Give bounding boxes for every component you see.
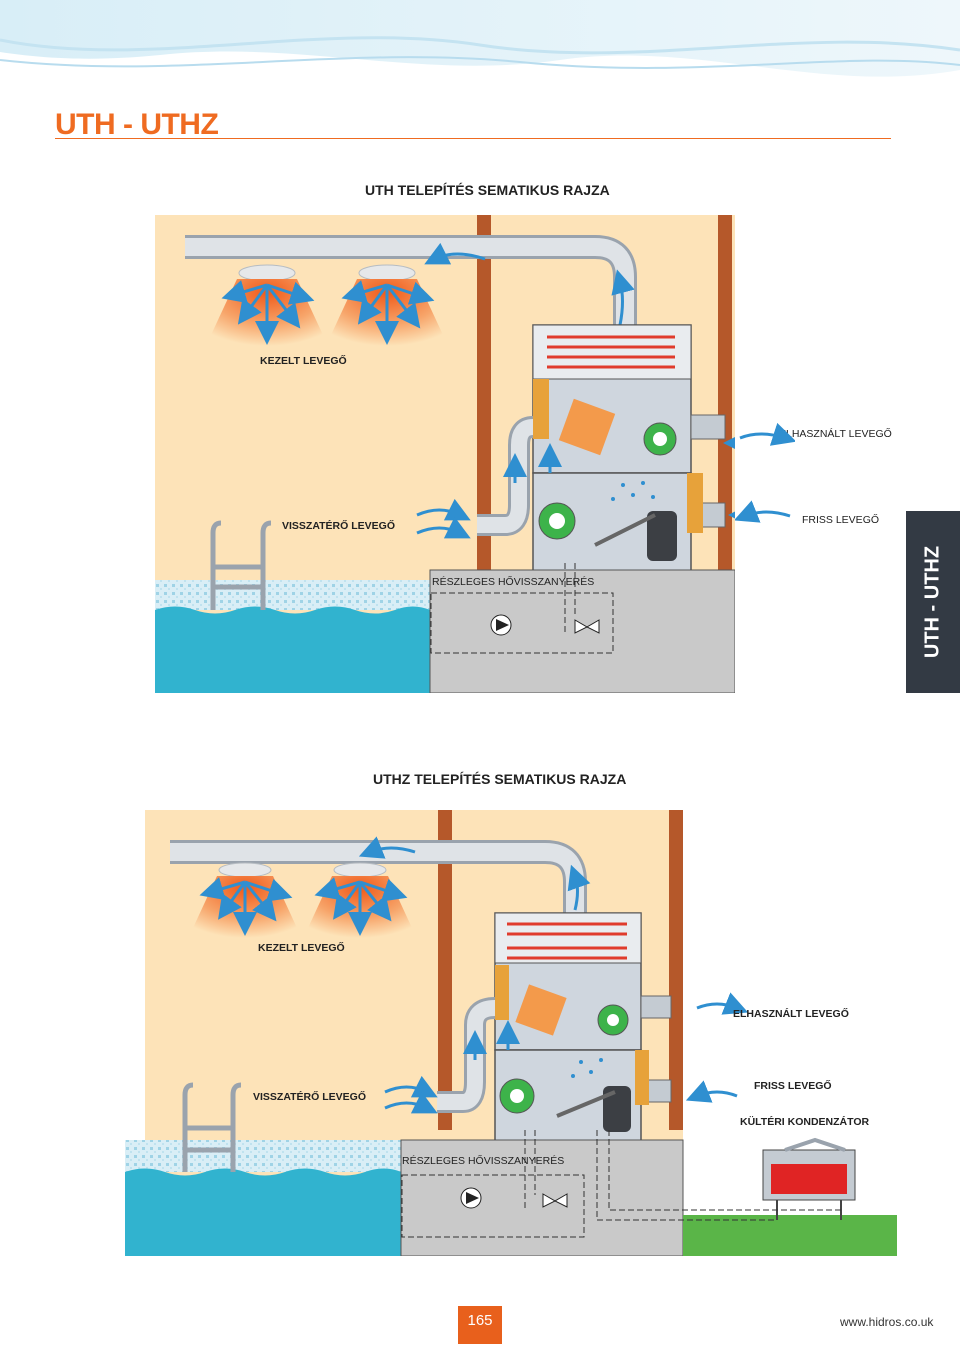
side-tab-label: UTH - UTHZ [921, 545, 944, 659]
wall-pillar-right [669, 810, 683, 1130]
heat-exchanger [515, 984, 567, 1036]
wall-pillar-right [718, 215, 732, 573]
uthz-label-return-air: VISSZATÉRŐ LEVEGŐ [253, 1091, 366, 1103]
wall-pillar-left [438, 810, 452, 1130]
uth-outside-arrows [735, 422, 795, 523]
page-title: UTH - UTHZ [55, 108, 219, 141]
website-url[interactable]: www.hidros.co.uk [840, 1315, 934, 1329]
grass [683, 1215, 897, 1256]
pool-tiles [125, 1140, 401, 1172]
uthz-label-fresh-air: FRISS LEVEGŐ [754, 1080, 832, 1092]
uth-label-treated-air: KEZELT LEVEGŐ [260, 355, 347, 367]
compressor [603, 1086, 631, 1132]
pool-water [155, 606, 430, 693]
uth-label-return-air: VISSZATÉRŐ LEVEGŐ [282, 520, 395, 532]
heat-exchanger [558, 398, 616, 456]
side-tab: UTH - UTHZ [906, 511, 960, 693]
compressor [647, 511, 677, 561]
uth-label-partial-heat-recovery: RÉSZLEGES HŐVISSZANYERÉS [432, 576, 595, 588]
valve [574, 619, 600, 634]
condenser-coil [771, 1164, 847, 1194]
uth-label-fresh-air: FRISS LEVEGŐ [802, 514, 880, 526]
uthz-label-exhaust-air: ELHASZNÁLT LEVEGŐ [733, 1008, 849, 1020]
pool-water [125, 1168, 401, 1256]
uthz-label-treated-air: KEZELT LEVEGŐ [258, 942, 345, 954]
valve [542, 1193, 568, 1208]
uth-label-exhaust-air: ELHASZNÁLT LEVEGŐ [779, 428, 892, 440]
uthz-label-outdoor-condenser: KÜLTÉRI KONDENZÁTOR [740, 1116, 870, 1128]
pool-tiles [155, 580, 430, 610]
uthz-diagram-title: UTHZ TELEPÍTÉS SEMATIKUS RAJZA [373, 771, 627, 787]
title-rule [55, 138, 891, 139]
page-number: 165 [458, 1306, 502, 1344]
pool-ladder [210, 520, 272, 610]
plant-floor [429, 569, 735, 693]
uthz-label-partial-heat-recovery: RÉSZLEGES HŐVISSZANYERÉS [402, 1155, 565, 1167]
uthz-installation-diagram [125, 810, 897, 1256]
uth-diagram-title: UTH TELEPÍTÉS SEMATIKUS RAJZA [365, 182, 610, 198]
wall-pillar-left [477, 215, 491, 573]
header-wave-decoration [0, 0, 960, 100]
pool-ladder [182, 1082, 242, 1172]
uth-installation-diagram [155, 215, 735, 693]
